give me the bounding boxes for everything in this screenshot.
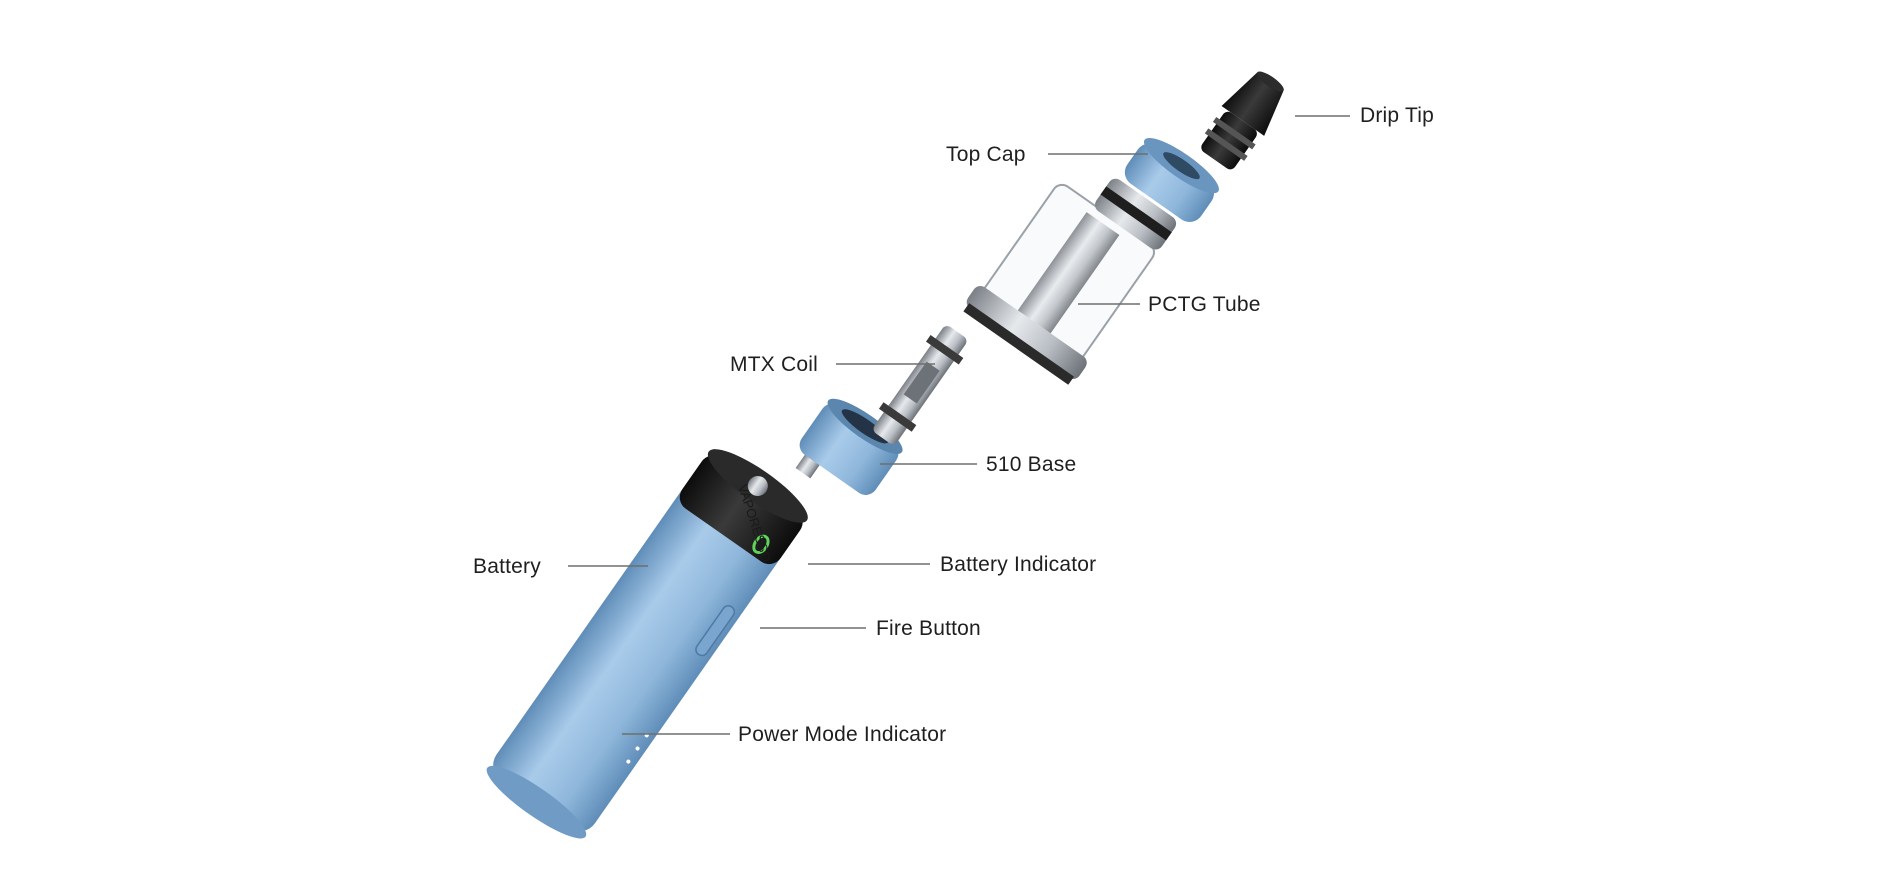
drip-tip-oring-2 [1204,128,1248,161]
chimney [1017,212,1120,334]
leader-lines [568,115,1350,735]
tank-seal-ring [1095,178,1177,250]
drip-tip-mouthpiece [1221,72,1284,136]
drip-tip-part [1201,71,1284,170]
tank-base-ring [966,286,1087,380]
label-mtx-coil: MTX Coil [730,353,818,376]
coil-oring-2 [878,402,917,432]
510-base-ring [799,403,899,495]
label-510-base: 510 Base [986,453,1077,476]
power-mode-led-3 [626,759,631,764]
battery-bottom [486,765,587,839]
tank-base-seal [963,303,1074,385]
label-fire-button: Fire Button [876,617,981,640]
power-mode-led-2 [635,746,640,751]
label-pctg-tube: PCTG Tube [1148,293,1261,316]
fire-button-shape [695,605,736,657]
drip-tip-top [1256,71,1284,92]
label-drip-tip: Drip Tip [1360,104,1434,127]
coil-inlet [903,361,940,404]
top-cap-part [1124,137,1219,222]
coil-oring-1 [925,335,964,365]
battery-indicator-led [752,534,770,554]
battery-top-cap [679,455,803,565]
510-base-inner [841,409,889,444]
battery-510-pin [747,475,768,496]
battery-tube [493,457,802,832]
label-battery: Battery [473,555,541,578]
battery-body [486,449,808,839]
mtx-coil-part [873,326,967,444]
510-base-part [795,398,903,495]
seal-ring-band [1100,186,1172,241]
top-cap-hole [1163,152,1200,180]
label-battery-indicator: Battery Indicator [940,553,1097,576]
drip-tip-oring-1 [1212,116,1256,150]
label-top-cap: Top Cap [946,143,1026,166]
label-power-mode-indicator: Power Mode Indicator [738,723,947,746]
pctg-tube-part [963,183,1155,385]
top-cap-ring [1124,143,1214,222]
